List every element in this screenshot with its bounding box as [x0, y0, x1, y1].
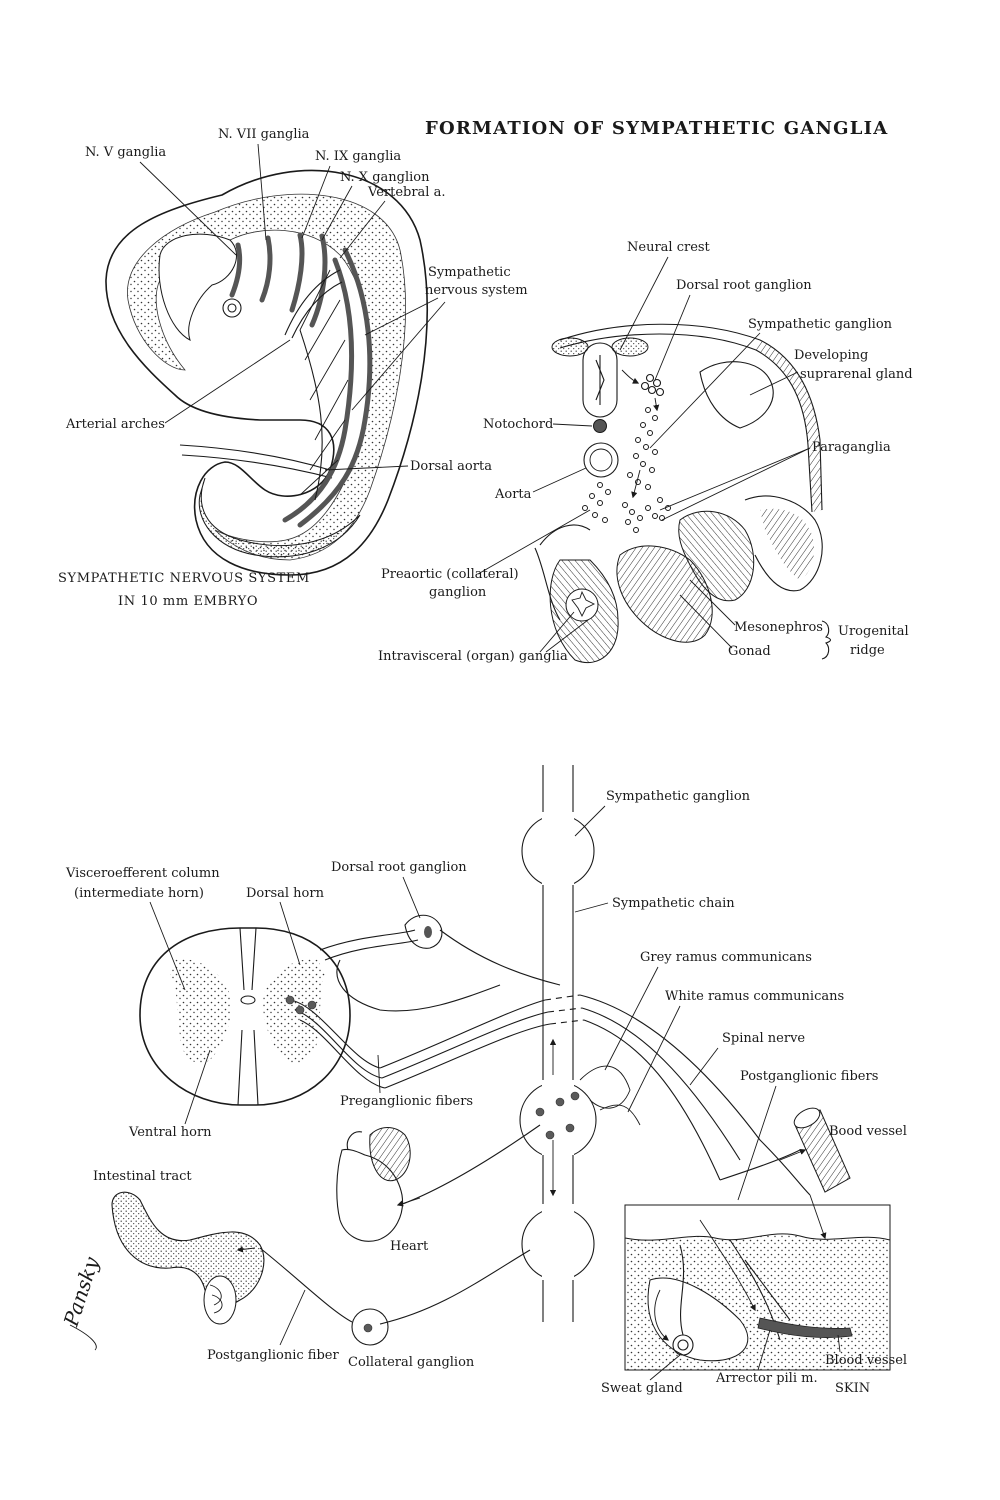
mesonephros	[616, 545, 713, 643]
embryo-labels: N. V ganglia N. VII ganglia N. IX gangli…	[58, 127, 528, 609]
sympathetic-ganglion-upper	[521, 814, 595, 888]
label-preaortic-2: ganglion	[429, 585, 487, 600]
label-n9-ganglia: N. IX ganglia	[315, 149, 401, 164]
embryo-eye	[222, 298, 242, 318]
embryo-drawing	[105, 169, 429, 576]
label-notochord: Notochord	[483, 417, 553, 432]
label-vertebral-artery: Vertebral a.	[367, 185, 445, 200]
label-grey-ramus: Grey ramus communicans	[640, 950, 812, 965]
label-neural-crest: Neural crest	[627, 240, 711, 255]
schema-drawing	[111, 765, 891, 1371]
label-preaortic-1: Preaortic (collateral)	[381, 567, 519, 582]
label-sympathetic-chain: Sympathetic chain	[612, 896, 735, 911]
label-spinal-nerve: Spinal nerve	[722, 1031, 805, 1046]
label-intravisceral-ganglia: Intravisceral (organ) ganglia	[378, 649, 568, 664]
label-skin: SKIN	[835, 1381, 870, 1396]
gonad	[678, 510, 755, 602]
neural-crest-left	[551, 337, 589, 357]
plate-title: FORMATION OF SYMPATHETIC GANGLIA	[425, 118, 888, 139]
label-mesonephros: Mesonephros	[734, 620, 823, 635]
embryo-outline	[105, 169, 429, 576]
notochord	[593, 419, 607, 433]
neural-crest-right	[611, 337, 649, 357]
intestinal-tract	[111, 1191, 265, 1306]
embryo-caption-2: IN 10 mm EMBRYO	[118, 594, 258, 609]
grey-matter-right	[263, 959, 325, 1064]
label-dorsal-root-ganglion-schema: Dorsal root ganglion	[331, 860, 467, 875]
label-urogenital-2: ridge	[850, 643, 885, 658]
embryo-tail	[198, 477, 361, 558]
label-sweat-gland: Sweat gland	[601, 1381, 683, 1396]
label-intestinal-tract: Intestinal tract	[93, 1169, 192, 1184]
label-n5-ganglia: N. V ganglia	[85, 145, 166, 160]
migrating-crest-cells	[582, 407, 658, 533]
label-sympathetic-ns-1: Sympathetic	[428, 265, 511, 280]
schema-labels: Sympathetic ganglion Visceroefferent col…	[65, 789, 907, 1396]
label-sympathetic-ns-2: nervous system	[425, 283, 528, 298]
label-suprarenal-1: Developing	[794, 348, 868, 363]
sympathetic-ganglion-middle	[519, 1081, 597, 1159]
cross-section-drawing	[534, 323, 823, 664]
embryo-caption-1: SYMPATHETIC NERVOUS SYSTEM	[58, 571, 310, 586]
label-sympathetic-ganglion: Sympathetic ganglion	[606, 789, 751, 804]
label-dorsal-horn: Dorsal horn	[246, 886, 325, 901]
label-collateral-ganglion: Collateral ganglion	[348, 1355, 475, 1370]
label-gonad: Gonad	[728, 644, 771, 659]
suprarenal-gland	[699, 361, 774, 429]
label-arrector-pili: Arrector pili m.	[715, 1371, 818, 1386]
label-paraganglia: Paraganglia	[812, 440, 891, 455]
label-visceroefferent-1: Visceroefferent column	[65, 866, 220, 881]
drg-cluster	[640, 373, 665, 397]
label-n10-ganglion: N. X ganglion	[340, 170, 430, 185]
spinal-cord	[139, 927, 351, 1106]
sympathetic-chain	[542, 765, 574, 815]
label-postganglionic-fiber: Postganglionic fiber	[207, 1348, 339, 1363]
label-bood-vessel: Bood vessel	[829, 1124, 907, 1139]
label-n7-ganglia: N. VII ganglia	[218, 127, 310, 142]
label-heart: Heart	[390, 1239, 429, 1254]
heart	[336, 1148, 404, 1242]
label-white-ramus: White ramus communicans	[665, 989, 844, 1004]
artist-signature: Pansky	[59, 1253, 104, 1330]
label-suprarenal-2: suprarenal gland	[800, 367, 913, 382]
label-arterial-arches: Arterial arches	[65, 417, 165, 432]
label-sympathetic-ganglion-xs: Sympathetic ganglion	[748, 317, 893, 332]
collateral-ganglion	[351, 1308, 389, 1346]
label-ventral-horn: Ventral horn	[128, 1125, 212, 1140]
label-aorta: Aorta	[494, 487, 532, 502]
label-urogenital-1: Urogenital	[838, 624, 909, 639]
neural-tube	[582, 342, 618, 418]
label-visceroefferent-2: (intermediate horn)	[74, 886, 204, 901]
embryo-brain-vesicle	[158, 233, 237, 341]
cross-section-labels: Neural crest Dorsal root ganglion Sympat…	[378, 240, 913, 664]
aorta	[583, 442, 619, 478]
label-blood-vessel: Blood vessel	[825, 1353, 907, 1368]
label-postganglionic-fibers: Postganglionic fibers	[740, 1069, 878, 1084]
sympathetic-ganglion-lower	[521, 1207, 595, 1281]
label-dorsal-aorta: Dorsal aorta	[410, 459, 492, 474]
drg-bulb	[404, 914, 443, 949]
label-preganglionic-fibers: Preganglionic fibers	[340, 1094, 473, 1109]
grey-matter-left	[170, 959, 232, 1064]
urogenital-brace	[821, 620, 832, 660]
label-dorsal-root-ganglion: Dorsal root ganglion	[676, 278, 812, 293]
